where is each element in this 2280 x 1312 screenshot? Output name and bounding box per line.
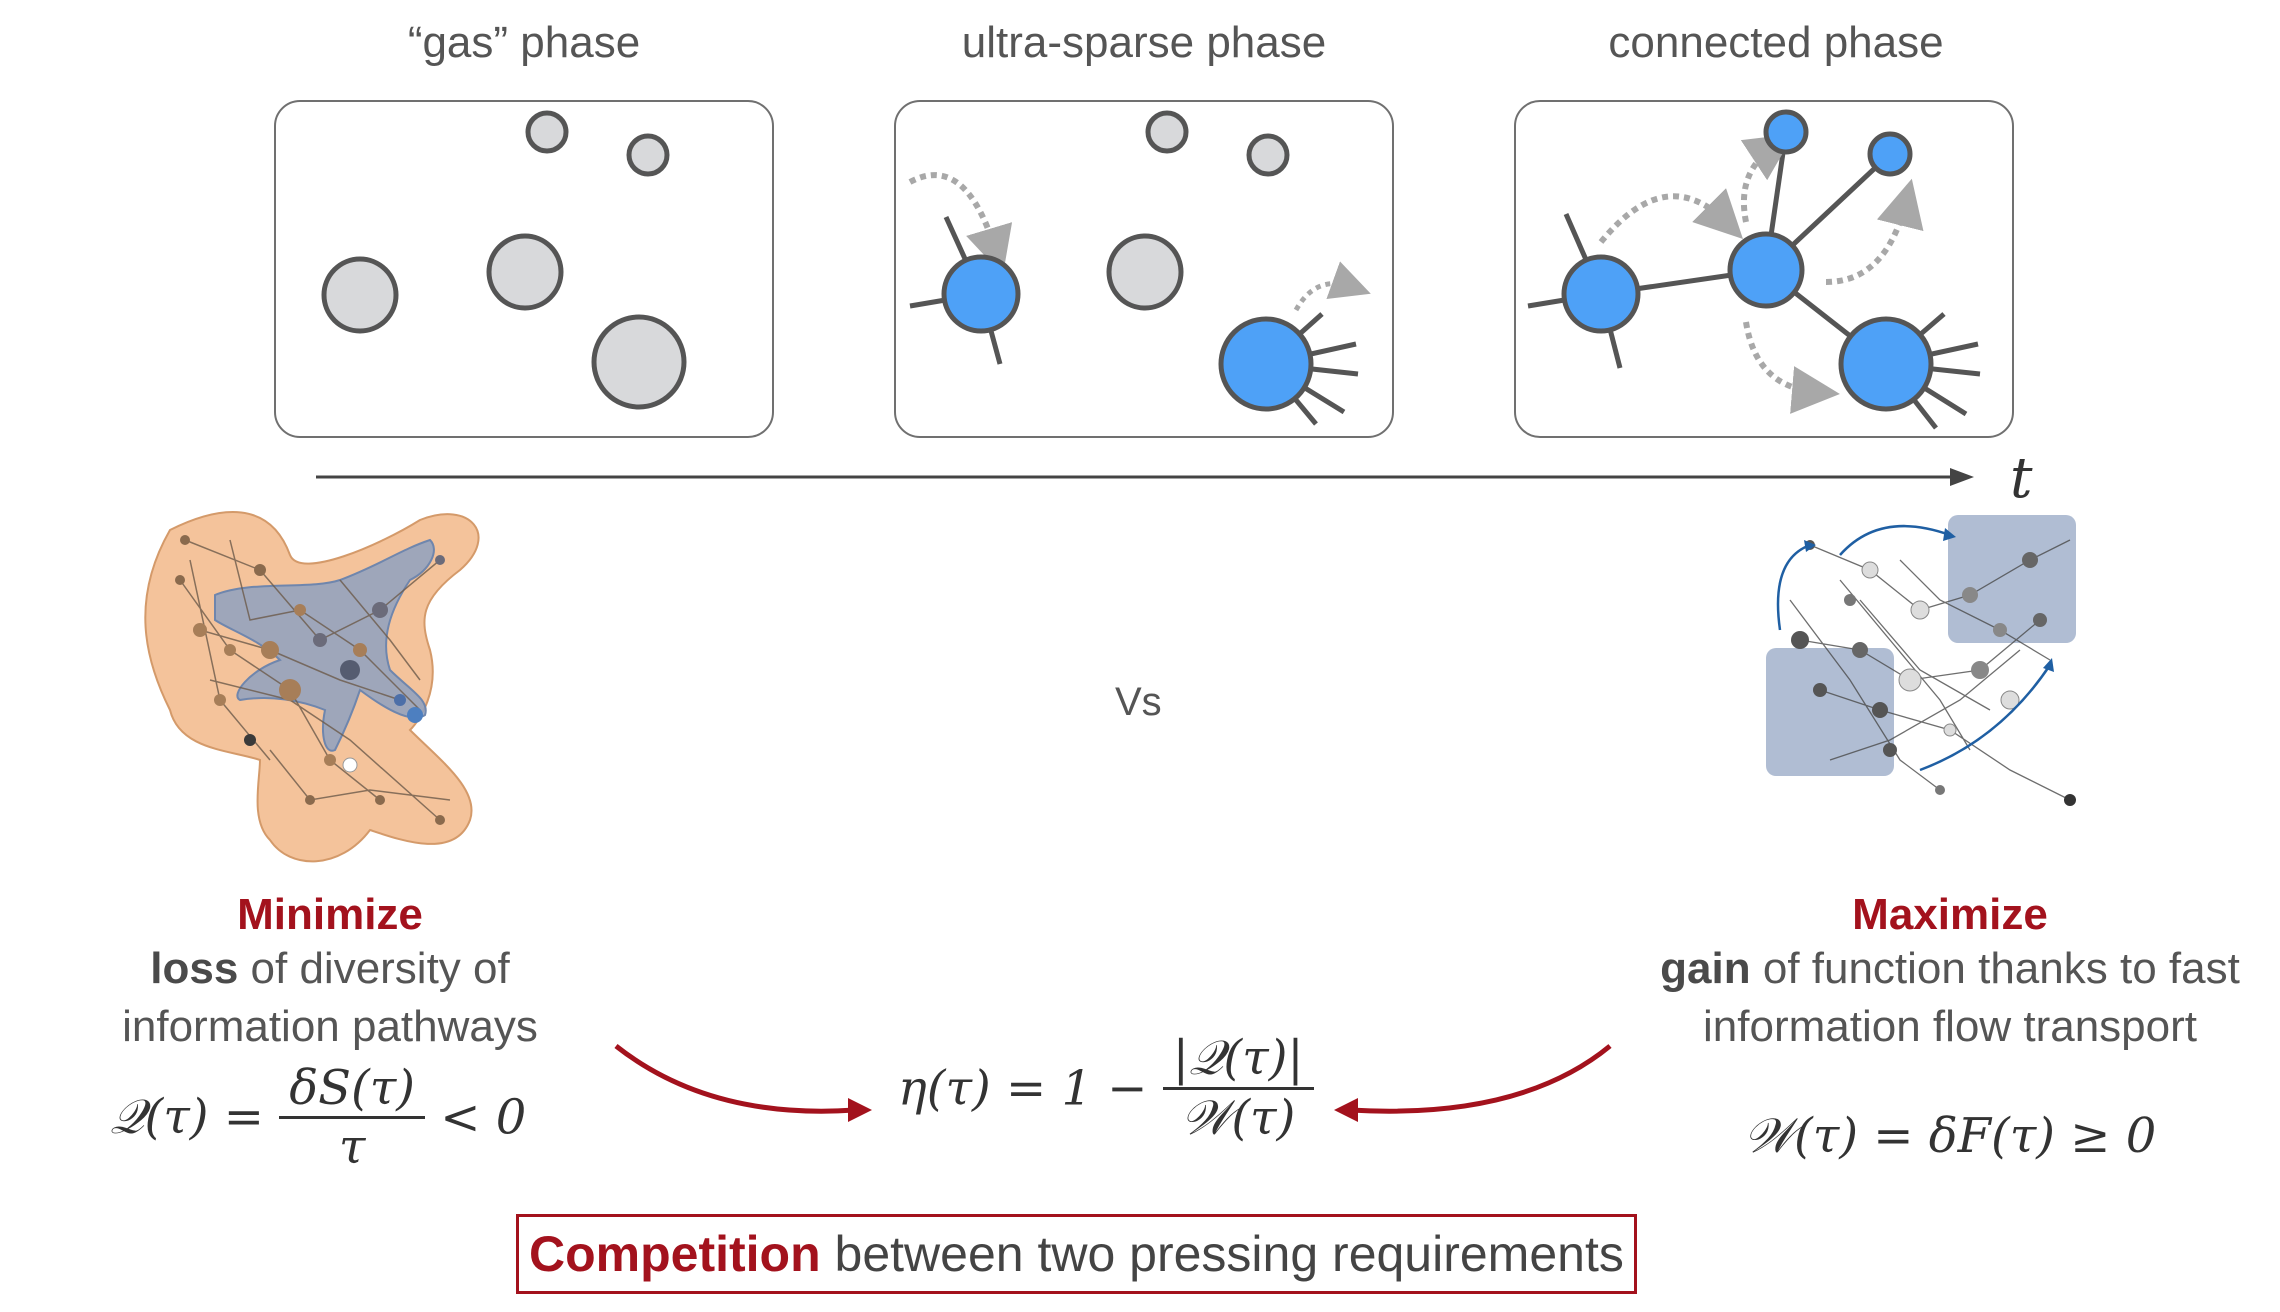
node <box>486 233 564 311</box>
center-formula-denominator: 𝒲(τ) <box>1162 1087 1314 1147</box>
node <box>525 110 569 154</box>
active-node <box>941 254 1021 334</box>
right-line-1: gain of function thanks to fast <box>1620 940 2280 998</box>
active-node <box>1218 316 1314 412</box>
left-formula-rhs: < 0 <box>440 1089 527 1146</box>
node <box>321 256 399 334</box>
active-node <box>1838 316 1934 412</box>
vs-label: Vs <box>1115 680 1162 724</box>
phase-title-ultra-sparse: ultra-sparse phase <box>961 18 1327 67</box>
right-network-illustration <box>1766 515 2076 806</box>
right-formula: 𝒲(τ) = δF(τ) ≥ 0 <box>1743 1108 2157 1164</box>
right-bold-word: gain <box>1660 944 1751 993</box>
left-formula-numerator: δS(τ) <box>289 1060 416 1116</box>
left-line-1: loss of diversity of <box>70 940 590 998</box>
left-formula-fraction: δS(τ) τ <box>279 1060 426 1175</box>
active-node <box>1867 131 1913 177</box>
left-network-illustration <box>144 511 480 863</box>
left-line-2: information pathways <box>122 1002 538 1051</box>
connected-phase-diagram <box>1527 109 1981 430</box>
competition-rest: between two pressing requirements <box>820 1226 1624 1282</box>
ultra-sparse-phase-panel <box>894 100 1394 438</box>
left-bold-word: loss <box>150 944 239 993</box>
node <box>626 133 670 177</box>
node <box>591 314 687 410</box>
competition-box: Competition between two pressing require… <box>516 1214 1637 1294</box>
center-formula-fraction: |𝒬(τ)| 𝒲(τ) <box>1162 1030 1314 1147</box>
competition-bold-word: Competition <box>529 1226 821 1282</box>
left-text-block: Minimize loss of diversity of informatio… <box>70 890 590 1056</box>
right-line-2: information flow transport <box>1703 1002 2197 1051</box>
left-formula: 𝒬(τ) = δS(τ) τ < 0 <box>110 1060 526 1175</box>
left-formula-lhs: 𝒬(τ) = <box>110 1089 264 1145</box>
left-formula-denominator: τ <box>279 1116 426 1175</box>
phase-title-gas: “gas” phase <box>407 18 641 67</box>
red-arrows <box>614 1044 1612 1122</box>
gas-phase-panel <box>274 100 774 438</box>
time-axis <box>316 468 1974 486</box>
active-node <box>1561 254 1641 334</box>
node <box>1106 233 1184 311</box>
node <box>1246 133 1290 177</box>
active-node <box>1763 109 1809 155</box>
center-formula-numerator: |𝒬(τ)| <box>1172 1030 1304 1086</box>
gas-phase-diagram <box>321 110 687 410</box>
right-text-block: Maximize gain of function thanks to fast… <box>1620 890 2280 1056</box>
right-line-1-rest: of function thanks to fast <box>1750 944 2240 993</box>
center-formula-lhs: η(τ) = 1 − <box>898 1060 1148 1117</box>
ultra-sparse-phase-diagram <box>908 110 1371 426</box>
node <box>1145 110 1189 154</box>
connected-phase-panel <box>1514 100 2014 438</box>
left-line-1-rest: of diversity of <box>238 944 510 993</box>
active-node <box>1727 231 1805 309</box>
minimize-heading: Minimize <box>237 890 423 939</box>
time-axis-label: t <box>2010 446 2033 511</box>
phase-title-connected: connected phase <box>1608 18 1944 67</box>
left-red-arrow <box>614 1044 856 1114</box>
center-formula: η(τ) = 1 − |𝒬(τ)| 𝒲(τ) <box>898 1030 1314 1147</box>
right-red-arrow <box>1349 1044 1612 1114</box>
maximize-heading: Maximize <box>1852 890 2048 939</box>
